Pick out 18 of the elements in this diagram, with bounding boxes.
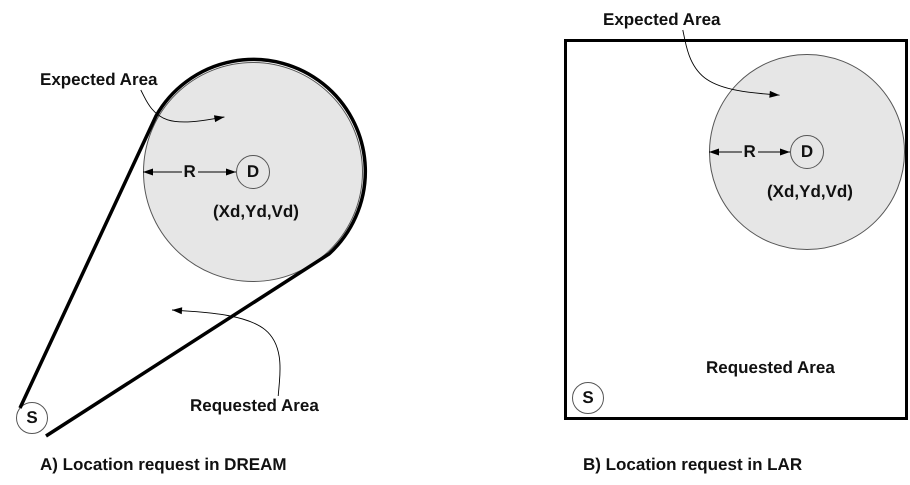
caption: A) Location request in DREAM [40,455,287,475]
radius-arrow [142,168,236,176]
area-label: Requested Area [706,358,835,378]
coordinate-label: (Xd,Yd,Vd) [213,202,299,222]
node-circle: D [236,155,270,189]
node-circle: S [16,402,48,434]
leader-arrow [140,90,225,122]
area-label: Expected Area [603,10,743,30]
area-rectangle [564,39,908,420]
area-label: Requested Area [190,396,370,418]
coordinate-label: (Xd,Yd,Vd) [767,182,853,202]
node-circle: D [790,135,824,169]
leader-arrow [172,307,281,396]
leader-arrow [682,30,780,98]
node-circle: S [572,382,604,414]
radius-arrow [708,148,790,156]
area-label: Expected Area [40,70,180,90]
caption: B) Location request in LAR [583,455,802,475]
